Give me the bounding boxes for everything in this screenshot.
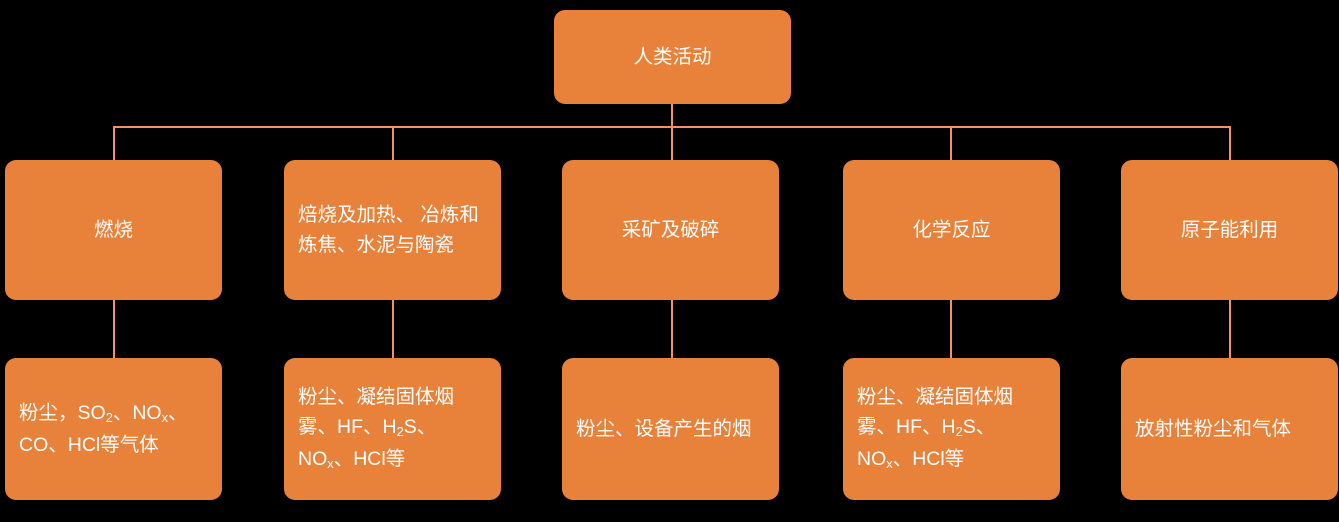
node-level2-label-3: 粉尘、设备产生的烟: [576, 418, 752, 440]
connector-bus-drop-5: [1229, 126, 1231, 161]
node-level2-label-2: 粉尘、凝结固体烟雾、HF、H2S、NOx、HCl等: [298, 386, 455, 472]
node-level1-label-2: 焙烧及加热、 冶炼和炼焦、水泥与陶瓷: [298, 204, 479, 256]
node-level2-label-1: 粉尘，SO2、NOx、CO、HCl等气体: [19, 402, 188, 456]
node-level2-chemical-emissions[interactable]: 粉尘、凝结固体烟雾、HF、H2S、NOx、HCl等: [843, 358, 1060, 500]
connector-level1-to-level2-3: [671, 300, 673, 358]
node-level2-label-4: 粉尘、凝结固体烟雾、HF、H2S、NOx、HCl等: [857, 386, 1014, 472]
connector-level1-to-level2-4: [950, 300, 952, 358]
node-level1-label-5: 原子能利用: [1180, 219, 1279, 241]
node-level1-atomic-energy[interactable]: 原子能利用: [1121, 160, 1338, 300]
node-level2-label-5: 放射性粉尘和气体: [1135, 418, 1292, 440]
connector-level1-to-level2-5: [1229, 300, 1231, 358]
node-level1-mining-crushing[interactable]: 采矿及破碎: [562, 160, 779, 300]
node-level1-label-4: 化学反应: [912, 219, 991, 241]
connector-bus-drop-2: [392, 126, 394, 161]
node-level1-label-3: 采矿及破碎: [621, 219, 720, 241]
node-level2-radioactive-emissions[interactable]: 放射性粉尘和气体: [1121, 358, 1338, 500]
connector-level1-to-level2-1: [113, 300, 115, 358]
node-level1-combustion[interactable]: 燃烧: [5, 160, 222, 300]
node-level1-chemical-reaction[interactable]: 化学反应: [843, 160, 1060, 300]
node-level1-label-1: 燃烧: [93, 219, 133, 241]
node-level2-roasting-emissions[interactable]: 粉尘、凝结固体烟雾、HF、H2S、NOx、HCl等: [284, 358, 501, 500]
connector-root-stem: [671, 103, 673, 128]
connector-bus-drop-1: [113, 126, 115, 161]
node-level2-mining-emissions[interactable]: 粉尘、设备产生的烟: [562, 358, 779, 500]
connector-bus-drop-3: [671, 126, 673, 161]
connector-bus-drop-4: [950, 126, 952, 161]
node-root-label: 人类活动: [633, 46, 712, 68]
node-level1-roasting-smelting[interactable]: 焙烧及加热、 冶炼和炼焦、水泥与陶瓷: [284, 160, 501, 300]
node-root-human-activity[interactable]: 人类活动: [554, 10, 791, 104]
node-level2-combustion-emissions[interactable]: 粉尘，SO2、NOx、CO、HCl等气体: [5, 358, 222, 500]
connector-level1-to-level2-2: [392, 300, 394, 358]
